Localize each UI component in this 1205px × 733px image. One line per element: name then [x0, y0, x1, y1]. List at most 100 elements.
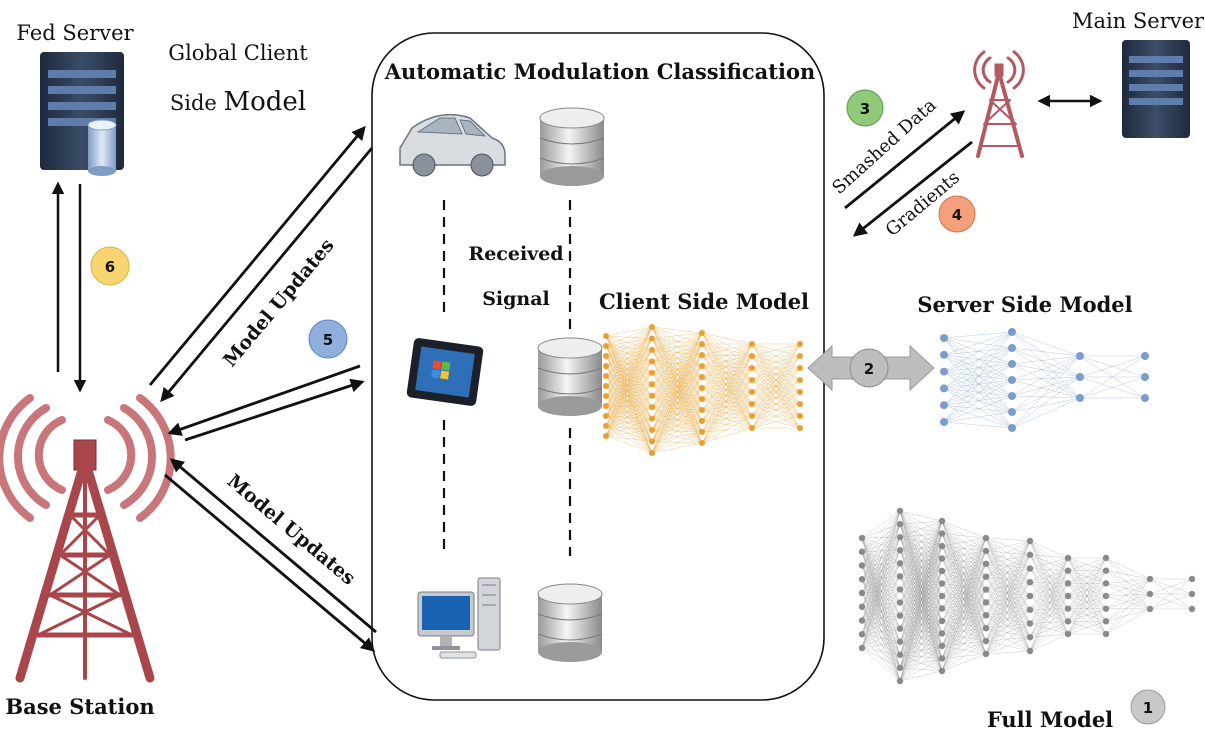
network-connection	[899, 523, 943, 647]
network-connection	[941, 537, 987, 622]
network-connection	[861, 550, 901, 621]
network-connection	[1149, 593, 1193, 610]
network-connection	[985, 589, 1031, 624]
network-connection	[1029, 595, 1069, 635]
network-connection	[1029, 540, 1069, 635]
network-connection	[651, 343, 703, 454]
network-connection	[701, 376, 753, 381]
network-connection	[751, 343, 801, 429]
network-connection	[899, 520, 943, 551]
network-connection	[899, 615, 943, 622]
network-node	[982, 534, 990, 542]
network-connection	[899, 563, 943, 572]
network-connection	[701, 387, 753, 405]
network-connection	[941, 545, 987, 552]
network-connection	[941, 640, 987, 672]
network-connection	[899, 520, 943, 655]
network-connection	[985, 554, 1031, 655]
step-badge-4: 4	[938, 195, 976, 233]
network-connection	[899, 510, 943, 609]
network-connection	[701, 367, 753, 378]
network-node	[858, 589, 866, 597]
network-connection	[861, 550, 901, 607]
network-connection	[985, 589, 1031, 652]
network-connection	[941, 533, 987, 642]
network-connection	[861, 523, 901, 580]
network-connection	[899, 620, 943, 682]
network-connection	[701, 415, 753, 433]
network-connection	[899, 570, 943, 655]
network-connection	[861, 510, 901, 594]
network-connection	[751, 415, 801, 429]
network-connection	[941, 589, 987, 672]
network-connection	[861, 537, 901, 607]
network-node	[1146, 590, 1154, 598]
network-connection	[1029, 583, 1069, 597]
network-connection	[985, 602, 1031, 624]
network-connection	[941, 576, 987, 597]
database-icon	[539, 107, 605, 186]
network-connection	[1067, 583, 1107, 609]
network-connection	[899, 520, 943, 590]
network-node	[858, 548, 866, 555]
network-connection	[985, 540, 1031, 616]
network-connection	[941, 576, 987, 609]
network-connection	[651, 332, 703, 385]
network-connection	[1105, 570, 1151, 610]
network-connection	[605, 365, 653, 442]
network-connection	[861, 620, 901, 669]
network-connection	[861, 592, 901, 629]
network-connection	[701, 355, 753, 444]
network-node	[938, 580, 946, 587]
network-connection	[941, 537, 987, 547]
network-node	[896, 520, 904, 528]
network-connection	[943, 363, 1013, 423]
network-connection	[861, 510, 901, 539]
network-node	[603, 423, 609, 429]
network-connection	[1067, 583, 1107, 635]
network-connection	[943, 337, 1013, 349]
network-connection	[941, 520, 987, 642]
network-connection	[605, 385, 653, 396]
network-connection	[941, 550, 987, 672]
network-connection	[941, 620, 987, 655]
network-connection	[943, 388, 1013, 429]
network-connection	[985, 563, 1031, 610]
network-connection	[899, 563, 943, 597]
network-connection	[605, 405, 653, 454]
network-node	[938, 592, 946, 600]
network-node	[940, 401, 948, 410]
network-connection	[751, 403, 801, 429]
network-connection	[941, 558, 987, 629]
network-connection	[701, 427, 753, 444]
network-connection	[701, 403, 753, 422]
network-connection	[605, 384, 653, 387]
network-connection	[985, 550, 1031, 569]
received-signal-label-line2: Signal	[482, 288, 550, 310]
network-connection	[751, 343, 801, 417]
network-connection	[701, 365, 753, 429]
network-connection	[985, 537, 1031, 624]
network-connection	[1029, 582, 1069, 635]
network-node	[1076, 352, 1084, 360]
svg-text:2: 2	[864, 360, 874, 378]
network-connection	[941, 537, 987, 597]
network-connection	[941, 615, 987, 622]
network-connection	[899, 608, 943, 669]
network-connection	[1067, 557, 1107, 571]
network-node	[603, 353, 609, 359]
network-connection	[941, 545, 987, 577]
network-node	[896, 664, 904, 672]
network-connection	[941, 558, 987, 603]
network-connection	[701, 343, 753, 400]
network-connection	[605, 395, 653, 417]
network-connection	[701, 343, 753, 356]
network-connection	[941, 583, 987, 603]
network-connection	[605, 365, 653, 431]
network-connection	[701, 391, 753, 433]
network-node	[797, 377, 803, 383]
network-connection	[899, 583, 943, 655]
network-connection	[651, 431, 703, 454]
network-connection	[861, 537, 901, 603]
network-connection	[1105, 570, 1151, 580]
